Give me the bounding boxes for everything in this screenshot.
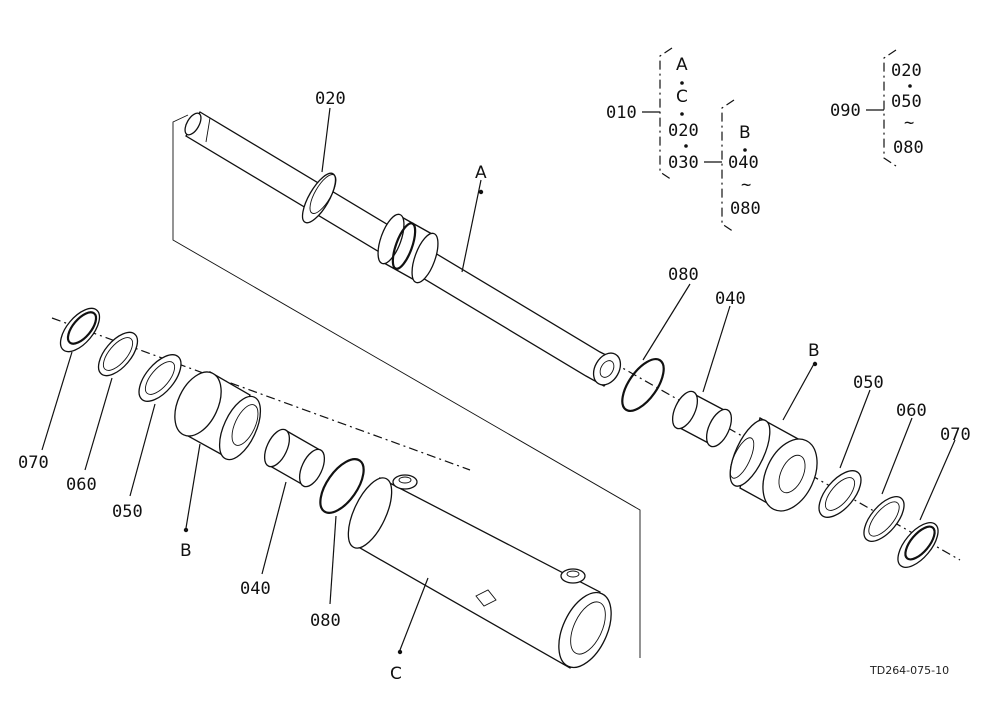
o-ring-080-right [621, 358, 665, 412]
head-gland-B-right [729, 417, 818, 512]
legend-010-code: 010 [606, 103, 637, 123]
legend-030-item-080: 080 [730, 199, 761, 219]
seal-050-left [138, 354, 182, 402]
o-ring-080-left [319, 458, 365, 514]
drawing-code: TD264-075-10 [869, 664, 949, 677]
legend-010-item-C: C [676, 87, 688, 107]
backup-ring-060-left [97, 331, 139, 377]
assembly-outline [172, 114, 641, 658]
legend-030-tilde: ~ [741, 175, 751, 195]
seal-ring-020 [301, 172, 337, 224]
label-070-right: 070 [940, 425, 971, 445]
backup-ring-060-right [863, 496, 905, 542]
label-060-left: 060 [66, 475, 97, 495]
legend-090-item-050: 050 [891, 92, 922, 112]
legend-group-010: 010 A C 020 030 B 040 ~ 080 [606, 47, 761, 233]
label-080-left: 080 [310, 611, 341, 631]
legend-090-item-080: 080 [893, 138, 924, 158]
label-040-left: 040 [240, 579, 271, 599]
label-020: 020 [315, 89, 346, 109]
piston-head [377, 213, 439, 284]
legend-010-item-A: A [676, 55, 688, 75]
cylinder-tube-C [347, 474, 612, 669]
label-040-right: 040 [715, 289, 746, 309]
part-labels: 020 A 080 040 B 050 060 070 070 060 050 … [18, 89, 971, 684]
label-C: C [390, 664, 402, 684]
legend-030-item-040: 040 [728, 153, 759, 173]
legend-group-090: 090 020 050 ~ 080 [830, 49, 924, 167]
label-060-right: 060 [896, 401, 927, 421]
label-070-left: 070 [18, 453, 49, 473]
legend-090-tilde: ~ [904, 113, 914, 133]
label-B-left: B [180, 541, 192, 561]
seal-050-right [818, 470, 862, 518]
wiper-070-left [59, 307, 101, 353]
legend-030-item-B: B [739, 123, 751, 143]
wiper-070-right [897, 522, 939, 568]
legend-090-code: 090 [830, 101, 861, 121]
label-050-left: 050 [112, 502, 143, 522]
leader-lines [41, 107, 956, 655]
label-050-right: 050 [853, 373, 884, 393]
legend-010-item-030: 030 [668, 153, 699, 173]
center-axis-lines [51, 317, 961, 561]
bushing-040-right [671, 390, 733, 448]
label-B-right: B [808, 341, 820, 361]
bushing-040-left [263, 428, 326, 488]
label-080-right: 080 [668, 265, 699, 285]
head-gland-B-left [174, 371, 262, 461]
label-A: A [475, 163, 487, 183]
legend-010-item-020: 020 [668, 121, 699, 141]
legend-090-item-020: 020 [891, 61, 922, 81]
